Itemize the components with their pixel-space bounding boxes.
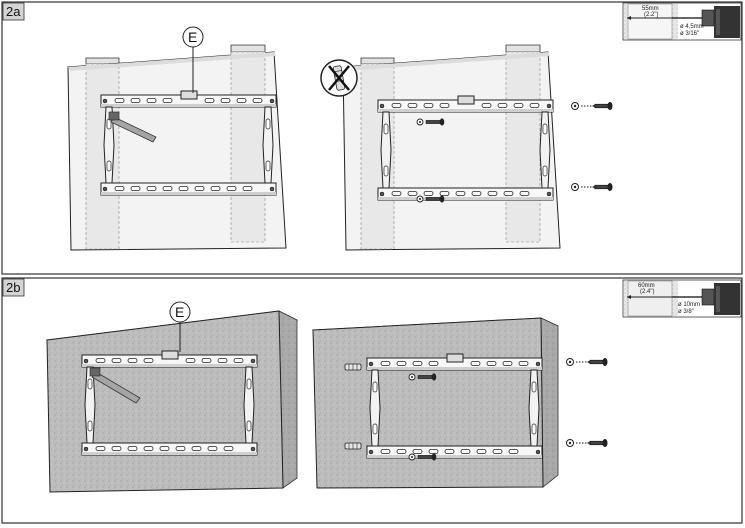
part-e-callout-2a: E [182, 26, 204, 93]
concrete-wall-left [45, 310, 299, 493]
wood-wall-right [342, 44, 561, 251]
wrench-icon [108, 111, 157, 143]
wood-wall-left [67, 44, 287, 251]
drill-bit-mm: ø 4,5mm [680, 24, 704, 30]
drill-icon [672, 283, 740, 315]
panel-2b: 2b E [1, 277, 743, 524]
drill-inset-2a: 55mm (2.2") ø 4,5mm ø 3/16" [622, 2, 742, 41]
drill-bit-in: ø 3/8" [678, 309, 694, 315]
drill-bit-mm: ø 10mm [678, 302, 700, 308]
drill-depth-mm: 60mm [638, 283, 655, 289]
no-anchor-icon [320, 59, 358, 97]
anchor-icon [344, 363, 362, 371]
drill-depth-mm: 55mm [642, 6, 659, 12]
concrete-wall-right [311, 317, 559, 489]
drill-bit-in: ø 3/16" [680, 31, 699, 37]
svg-text:E: E [188, 29, 197, 45]
part-e-callout-2b: E [169, 301, 191, 352]
drill-depth-in: (2.4") [640, 289, 654, 295]
drill-icon [672, 6, 740, 38]
panel-label-2a: 2a [6, 4, 21, 19]
wrench-icon [89, 367, 141, 404]
anchor-icon [344, 442, 362, 450]
drill-inset-2b: 60mm (2.4") ø 10mm ø 3/8" [622, 279, 742, 318]
panel-label-2b: 2b [6, 280, 20, 295]
drill-depth-in: (2.2") [644, 12, 658, 18]
panel-2a: 2a E [1, 1, 743, 275]
svg-text:E: E [175, 304, 184, 320]
